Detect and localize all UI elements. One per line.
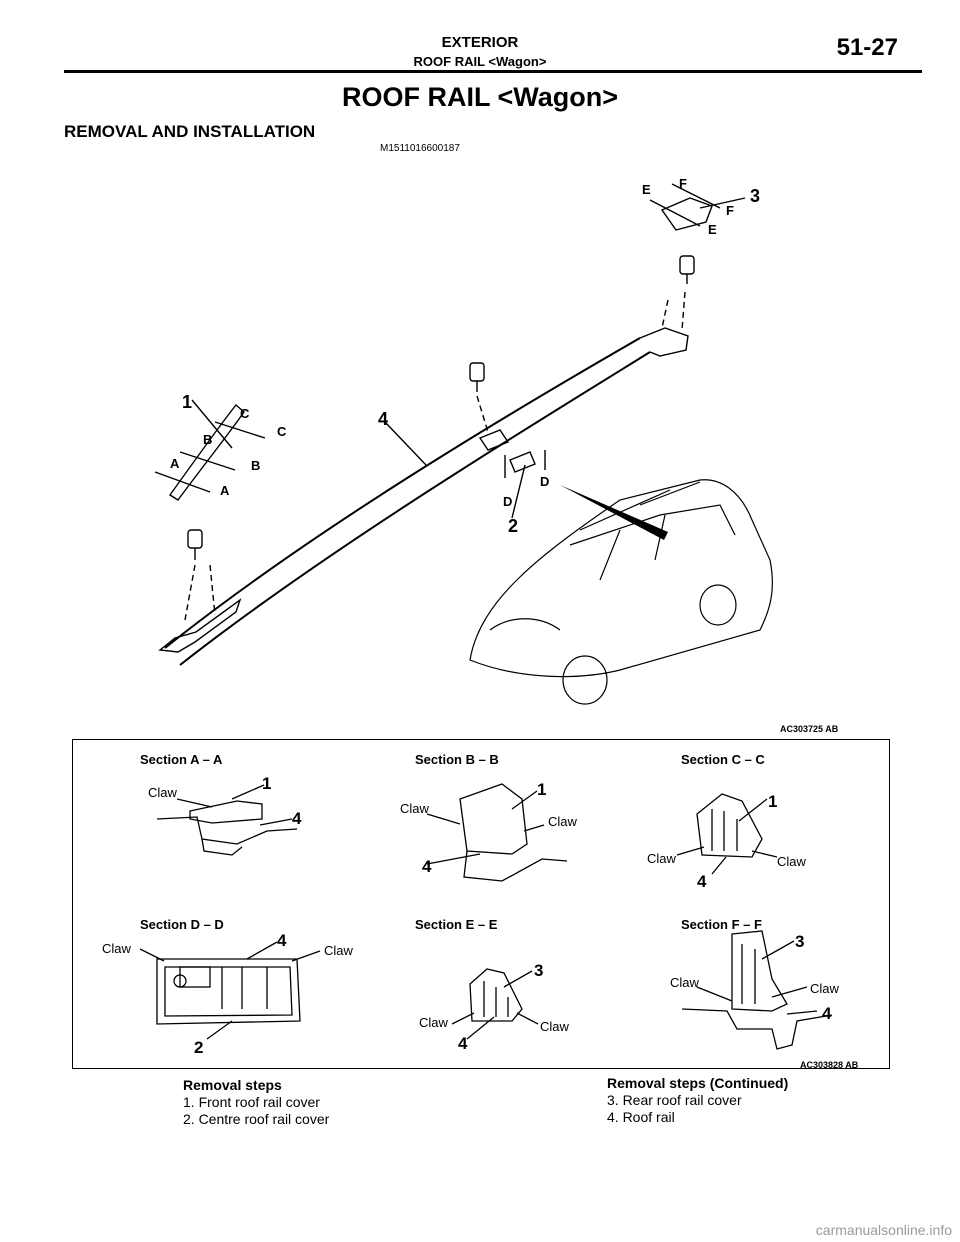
- section-part-number: 2: [194, 1038, 203, 1057]
- section-title: Section A – A: [140, 752, 223, 767]
- section-part-number: 4: [292, 809, 302, 828]
- header-subsection: ROOF RAIL <Wagon>: [413, 54, 547, 69]
- procedure-heading: REMOVAL AND INSTALLATION: [64, 122, 316, 141]
- claw-label: Claw: [647, 851, 677, 866]
- removal-steps-title: Removal steps: [183, 1077, 282, 1093]
- claw-label: Claw: [777, 854, 807, 869]
- section-part-number: 1: [537, 780, 546, 799]
- removal-step: 4. Roof rail: [607, 1109, 675, 1125]
- section-mark-b: B: [203, 432, 212, 447]
- removal-steps-continued: Removal steps (Continued) 3. Rear roof r…: [607, 1075, 788, 1126]
- removal-steps-title: Removal steps (Continued): [607, 1075, 789, 1091]
- section-part-number: 4: [822, 1004, 832, 1023]
- removal-steps: Removal steps 1. Front roof rail cover 2…: [183, 1077, 329, 1128]
- section-title: Section E – E: [415, 917, 498, 932]
- section-part-number: 4: [277, 931, 287, 950]
- section-mark-d: D: [540, 474, 549, 489]
- roof-rail-exploded-figure: 1 2 3 4 A A B B C C D D E E F F: [154, 176, 773, 705]
- section-title: Section D – D: [140, 917, 224, 932]
- figure-id: AC303828 AB: [800, 1060, 859, 1070]
- section-part-number: 3: [795, 932, 804, 951]
- page-title: ROOF RAIL <Wagon>: [341, 82, 618, 112]
- claw-label: Claw: [148, 785, 178, 800]
- document-code: M1511016600187: [380, 143, 460, 154]
- section-part-number: 3: [534, 961, 543, 980]
- claw-label: Claw: [548, 814, 578, 829]
- removal-step: 1. Front roof rail cover: [183, 1094, 320, 1110]
- section-mark-d: D: [503, 494, 512, 509]
- figure-id: AC303725 AB: [780, 724, 839, 734]
- claw-label: Claw: [419, 1015, 449, 1030]
- section-mark-c: C: [240, 406, 250, 421]
- section-part-number: 1: [768, 792, 777, 811]
- removal-step: 2. Centre roof rail cover: [183, 1111, 330, 1127]
- section-mark-b: B: [251, 458, 260, 473]
- section-title: Section B – B: [415, 752, 499, 767]
- section-mark-e: E: [708, 222, 717, 237]
- claw-label: Claw: [810, 981, 840, 996]
- section-part-number: 4: [458, 1034, 468, 1053]
- section-mark-f: F: [679, 176, 687, 191]
- callout-4: 4: [378, 409, 388, 429]
- section-title: Section F – F: [681, 917, 762, 932]
- section-mark-e: E: [642, 182, 651, 197]
- page-number: 51-27: [836, 34, 898, 61]
- claw-label: Claw: [540, 1019, 570, 1034]
- section-mark-a: A: [220, 483, 230, 498]
- sections-figure: Section A – A Section B – B Section C – …: [102, 752, 840, 1057]
- sections-figure-frame: [72, 739, 890, 1069]
- section-mark-f: F: [726, 203, 734, 218]
- callout-1: 1: [182, 392, 192, 412]
- section-title: Section C – C: [681, 752, 765, 767]
- section-mark-a: A: [170, 456, 180, 471]
- section-mark-c: C: [277, 424, 287, 439]
- removal-step: 3. Rear roof rail cover: [607, 1092, 742, 1108]
- watermark: carmanualsonline.info: [815, 1222, 952, 1238]
- section-part-number: 4: [422, 857, 432, 876]
- claw-label: Claw: [324, 943, 354, 958]
- claw-label: Claw: [400, 801, 430, 816]
- header-rule: [64, 70, 922, 73]
- callout-3: 3: [750, 186, 760, 206]
- section-part-number: 1: [262, 774, 271, 793]
- claw-label: Claw: [102, 941, 132, 956]
- claw-label: Claw: [670, 975, 700, 990]
- header-section: EXTERIOR: [441, 34, 519, 51]
- callout-2: 2: [508, 516, 518, 536]
- section-part-number: 4: [697, 872, 707, 891]
